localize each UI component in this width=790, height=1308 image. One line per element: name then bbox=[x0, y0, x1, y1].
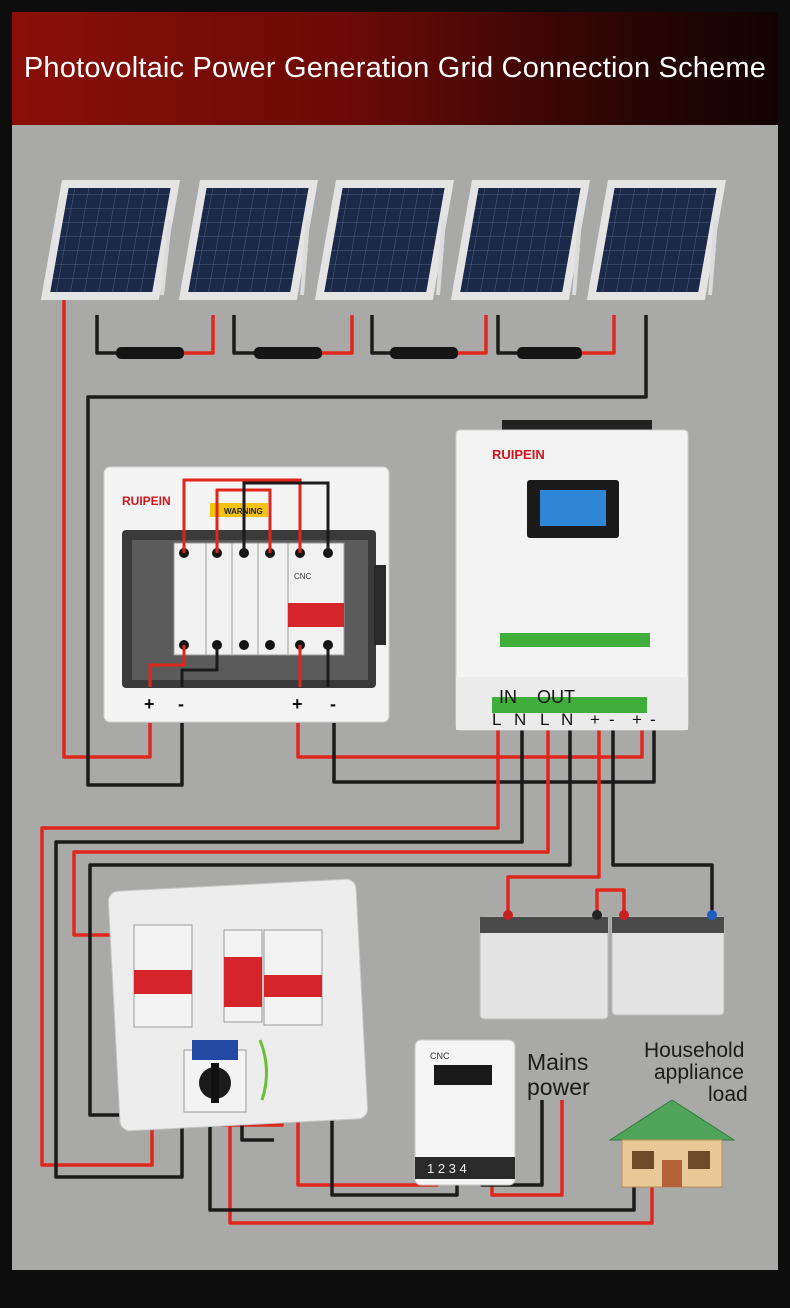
inverter-to-battery-negative bbox=[611, 730, 714, 915]
meter-brand: CNC bbox=[430, 1051, 450, 1061]
ac-breaker bbox=[133, 924, 193, 1028]
pv-negative-wire bbox=[86, 315, 648, 787]
ac-in-l-wire bbox=[40, 730, 500, 1167]
meter-terminals: 1 2 3 4 bbox=[427, 1161, 467, 1176]
ac-distribution-box bbox=[107, 878, 369, 1132]
battery-link bbox=[595, 888, 626, 915]
inverter-out-label: OUT bbox=[537, 687, 575, 707]
ac-breaker bbox=[263, 929, 323, 1026]
inverter-terminal-out-n: N bbox=[561, 710, 573, 729]
solar-panel bbox=[450, 180, 590, 300]
mains-power-label-line2: power bbox=[527, 1074, 590, 1100]
load-label-line2: appliance bbox=[654, 1061, 744, 1084]
inverter-in-label: IN bbox=[499, 687, 517, 707]
mains-power-label-line1: Mains bbox=[527, 1049, 588, 1075]
inverter-terminal-battery-plus: + bbox=[590, 710, 600, 729]
combiner-terminal-pv-plus: + bbox=[144, 694, 155, 714]
solar-panel bbox=[586, 180, 726, 300]
combiner-terminal-out-minus: - bbox=[330, 694, 336, 714]
pv-positive-wire bbox=[62, 300, 152, 759]
wiring-diagram: RUIPEIN WARNING CNC bbox=[40, 180, 748, 1225]
load-label-line1: Household bbox=[644, 1039, 744, 1062]
solar-panel bbox=[314, 180, 454, 300]
ac-out-n-wire bbox=[88, 730, 572, 1117]
combiner-breaker-brand: CNC bbox=[294, 572, 312, 581]
warning-sticker bbox=[210, 503, 268, 517]
house-icon bbox=[608, 1099, 736, 1188]
energy-meter: CNC 1 2 3 4 bbox=[414, 1039, 516, 1186]
load-label-line3: load bbox=[708, 1083, 748, 1106]
inverter-to-battery-positive bbox=[506, 730, 601, 915]
inverter-terminal-out-l: L bbox=[540, 710, 549, 729]
inverter-terminal-pv-minus: - bbox=[650, 710, 656, 729]
inverter-terminal-pv-plus: + bbox=[632, 710, 642, 729]
solar-panel bbox=[40, 180, 180, 300]
surge-protector bbox=[223, 929, 263, 1023]
combiner-to-inverter-negative bbox=[332, 723, 656, 784]
meter-display bbox=[434, 1065, 492, 1085]
combiner-to-inverter-positive bbox=[296, 723, 644, 759]
combiner-brand: RUIPEIN bbox=[122, 494, 171, 508]
combiner-terminal-out-plus: + bbox=[292, 694, 303, 714]
header-banner: Photovoltaic Power Generation Grid Conne… bbox=[12, 12, 778, 125]
combiner-terminal-pv-minus: - bbox=[178, 694, 184, 714]
ac-in-n-wire bbox=[54, 730, 524, 1179]
panel-interconnect-wires bbox=[95, 315, 616, 355]
solar-panel-array bbox=[40, 180, 726, 359]
inverter-terminal-in-n: N bbox=[514, 710, 526, 729]
battery bbox=[479, 910, 609, 1020]
battery bbox=[611, 910, 725, 1016]
hybrid-inverter: RUIPEIN IN OUT L N L N + - + - bbox=[455, 420, 689, 731]
diagram-area: RUIPEIN WARNING CNC bbox=[12, 125, 778, 1270]
solar-panel bbox=[178, 180, 318, 300]
battery-bank bbox=[479, 910, 725, 1020]
inverter-status-strip bbox=[500, 633, 650, 647]
combiner-devices: CNC bbox=[173, 542, 345, 656]
page-title: Photovoltaic Power Generation Grid Conne… bbox=[23, 52, 767, 84]
mc4-connectors bbox=[116, 347, 582, 359]
inverter-terminal-in-l: L bbox=[492, 710, 501, 729]
inverter-terminal-battery-minus: - bbox=[609, 710, 615, 729]
changeover-switch bbox=[183, 1040, 247, 1113]
inverter-brand: RUIPEIN bbox=[492, 447, 545, 462]
pv-combiner-box: RUIPEIN WARNING CNC bbox=[103, 466, 390, 723]
load-wires bbox=[228, 1105, 654, 1225]
